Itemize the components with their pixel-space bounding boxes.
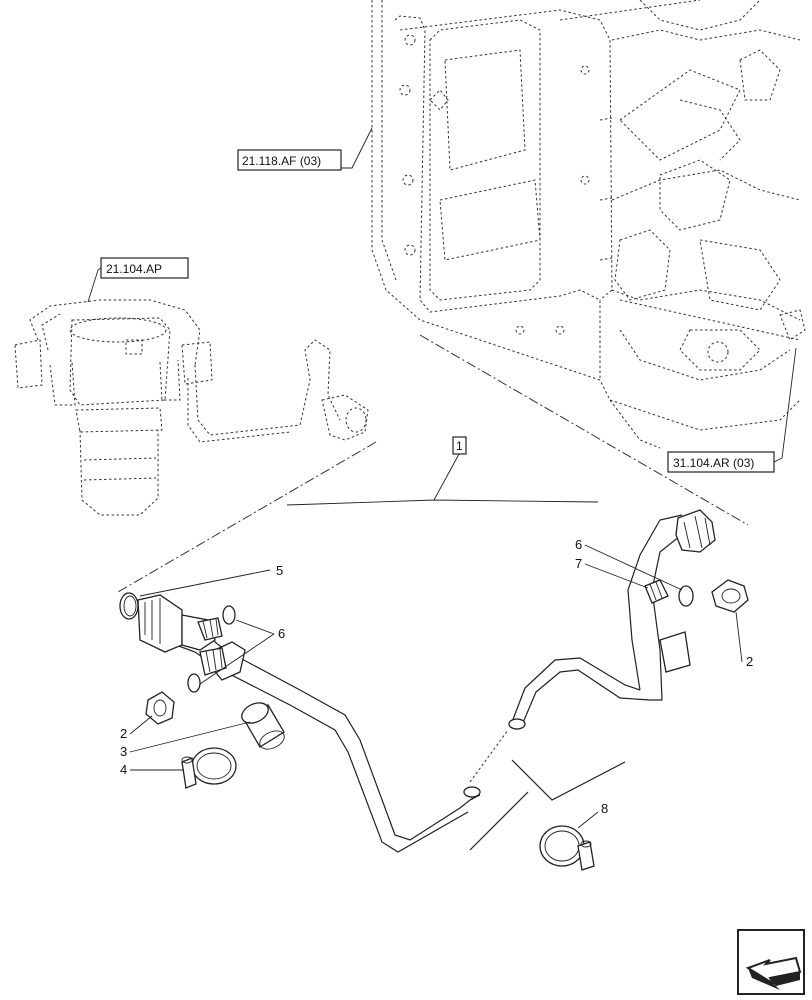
callout-6-left: 6: [199, 619, 285, 685]
o-ring-6-right: [678, 585, 694, 607]
callout-2-left: 2: [120, 715, 153, 741]
svg-text:3: 3: [120, 744, 127, 759]
svg-text:6: 6: [278, 626, 285, 641]
clamp-4: [181, 747, 237, 789]
callout-5: 5: [139, 563, 283, 597]
svg-text:6: 6: [575, 537, 582, 552]
callout-2-right: 2: [735, 611, 753, 669]
assembly-guide-lines: [117, 334, 749, 593]
svg-text:2: 2: [746, 654, 753, 669]
callout-3: 3: [120, 721, 251, 759]
o-ring-6-upper: [222, 605, 236, 625]
svg-text:7: 7: [575, 556, 582, 571]
group-label-1: 1: [286, 436, 599, 506]
sleeve-3: [241, 702, 285, 750]
clamp-8: [539, 825, 595, 871]
adapter-7: [644, 579, 669, 604]
reference-21-104-label: 21.104.AP: [106, 262, 162, 276]
nut-2-left: [145, 691, 175, 725]
o-ring-5: [119, 592, 139, 620]
svg-text:2: 2: [120, 726, 127, 741]
reference-21-104[interactable]: 21.104.AP: [87, 257, 189, 303]
callout-4: 4: [120, 762, 184, 777]
main-oil-tube: [167, 514, 691, 853]
reference-21-118-label: 21.118.AF (03): [242, 154, 321, 168]
reference-31-104[interactable]: 31.104.AR (03): [667, 347, 797, 473]
nut-2-right: [711, 579, 749, 613]
tube-union-fitting: [675, 509, 716, 553]
svg-text:8: 8: [601, 801, 608, 816]
svg-text:5: 5: [276, 563, 283, 578]
pipe-bend-detail-lines: [469, 759, 626, 851]
o-ring-6-lower: [187, 673, 201, 693]
hydraulic-filter: [14, 299, 369, 516]
callout-7: 7: [575, 556, 649, 589]
transmission-housing: [371, 0, 806, 449]
reference-21-118[interactable]: 21.118.AF (03): [237, 127, 373, 171]
reference-31-104-label: 31.104.AR (03): [673, 456, 754, 470]
svg-text:1: 1: [456, 439, 463, 453]
tee-connector: [137, 594, 246, 681]
svg-text:4: 4: [120, 762, 127, 777]
callout-6-right: 6: [575, 537, 683, 591]
previous-page-arrow-icon[interactable]: [737, 929, 805, 995]
callout-8: 8: [577, 801, 608, 829]
